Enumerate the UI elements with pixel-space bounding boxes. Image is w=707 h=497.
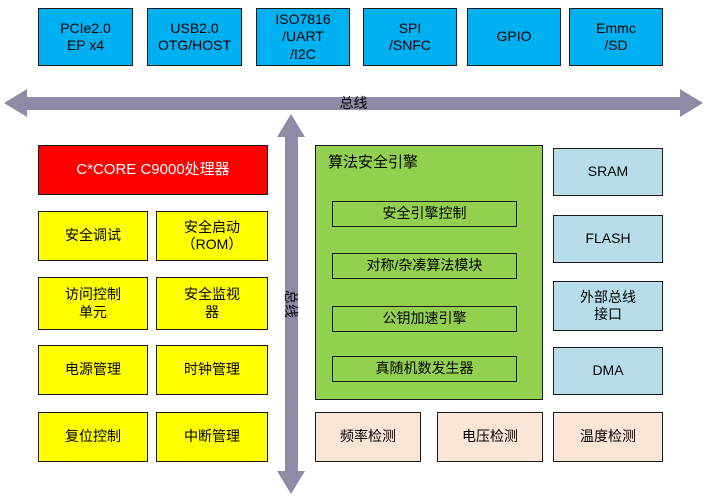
peripheral-spi-snfc: SPI /SNFC (363, 8, 457, 66)
module-reset-control: 复位控制 (38, 412, 148, 462)
module-access-control-unit: 访问控制 单元 (38, 277, 148, 330)
peripheral-gpio: GPIO (467, 8, 561, 66)
true-random-number-generator-block: 真随机数发生器 (332, 356, 517, 382)
module-interrupt-management: 中断管理 (156, 412, 268, 462)
module-secure-debug: 安全调试 (38, 211, 148, 261)
peripheral-pcie: PCIe2.0 EP x4 (38, 8, 133, 66)
vertical-bus-label: 总线 (283, 290, 299, 318)
public-key-accelerator-block: 公钥加速引擎 (332, 306, 517, 332)
peripheral-usb: USB2.0 OTG/HOST (147, 8, 242, 66)
bus-arrowhead-left-icon (4, 89, 27, 117)
peripheral-emmc-sd: Emmc /SD (569, 8, 663, 66)
module-power-management: 电源管理 (38, 345, 148, 395)
module-secure-boot-rom: 安全启动 （ROM） (156, 211, 268, 261)
external-bus-interface: 外部总线 接口 (553, 281, 663, 331)
bus-arrowhead-right-icon (680, 89, 703, 117)
memory-dma: DMA (553, 347, 663, 395)
engine-control-block: 安全引擎控制 (332, 201, 517, 227)
vertical-bus-bar: 总线 (283, 137, 299, 471)
vertical-bus-arrow: 总线 (277, 114, 305, 494)
temperature-detector: 温度检测 (553, 412, 663, 462)
security-engine-title: 算法安全引擎 (328, 154, 419, 171)
cpu-core-block: C*CORE C9000处理器 (38, 145, 268, 195)
horizontal-bus-bar: 总线 (27, 95, 680, 111)
peripheral-iso7816-uart-i2c: ISO7816 /UART /I2C (256, 8, 350, 66)
memory-flash: FLASH (553, 215, 663, 263)
bus-arrowhead-up-icon (277, 114, 305, 137)
symmetric-hash-algorithm-block: 对称/杂凑算法模块 (332, 253, 517, 279)
memory-sram: SRAM (553, 148, 663, 196)
horizontal-bus-label: 总线 (339, 95, 368, 111)
module-security-monitor: 安全监视 器 (156, 277, 268, 330)
voltage-detector: 电压检测 (437, 412, 543, 462)
module-clock-management: 时钟管理 (156, 345, 268, 395)
horizontal-bus-arrow: 总线 (4, 89, 703, 117)
bus-arrowhead-down-icon (277, 471, 305, 494)
frequency-detector: 频率检测 (315, 412, 421, 462)
